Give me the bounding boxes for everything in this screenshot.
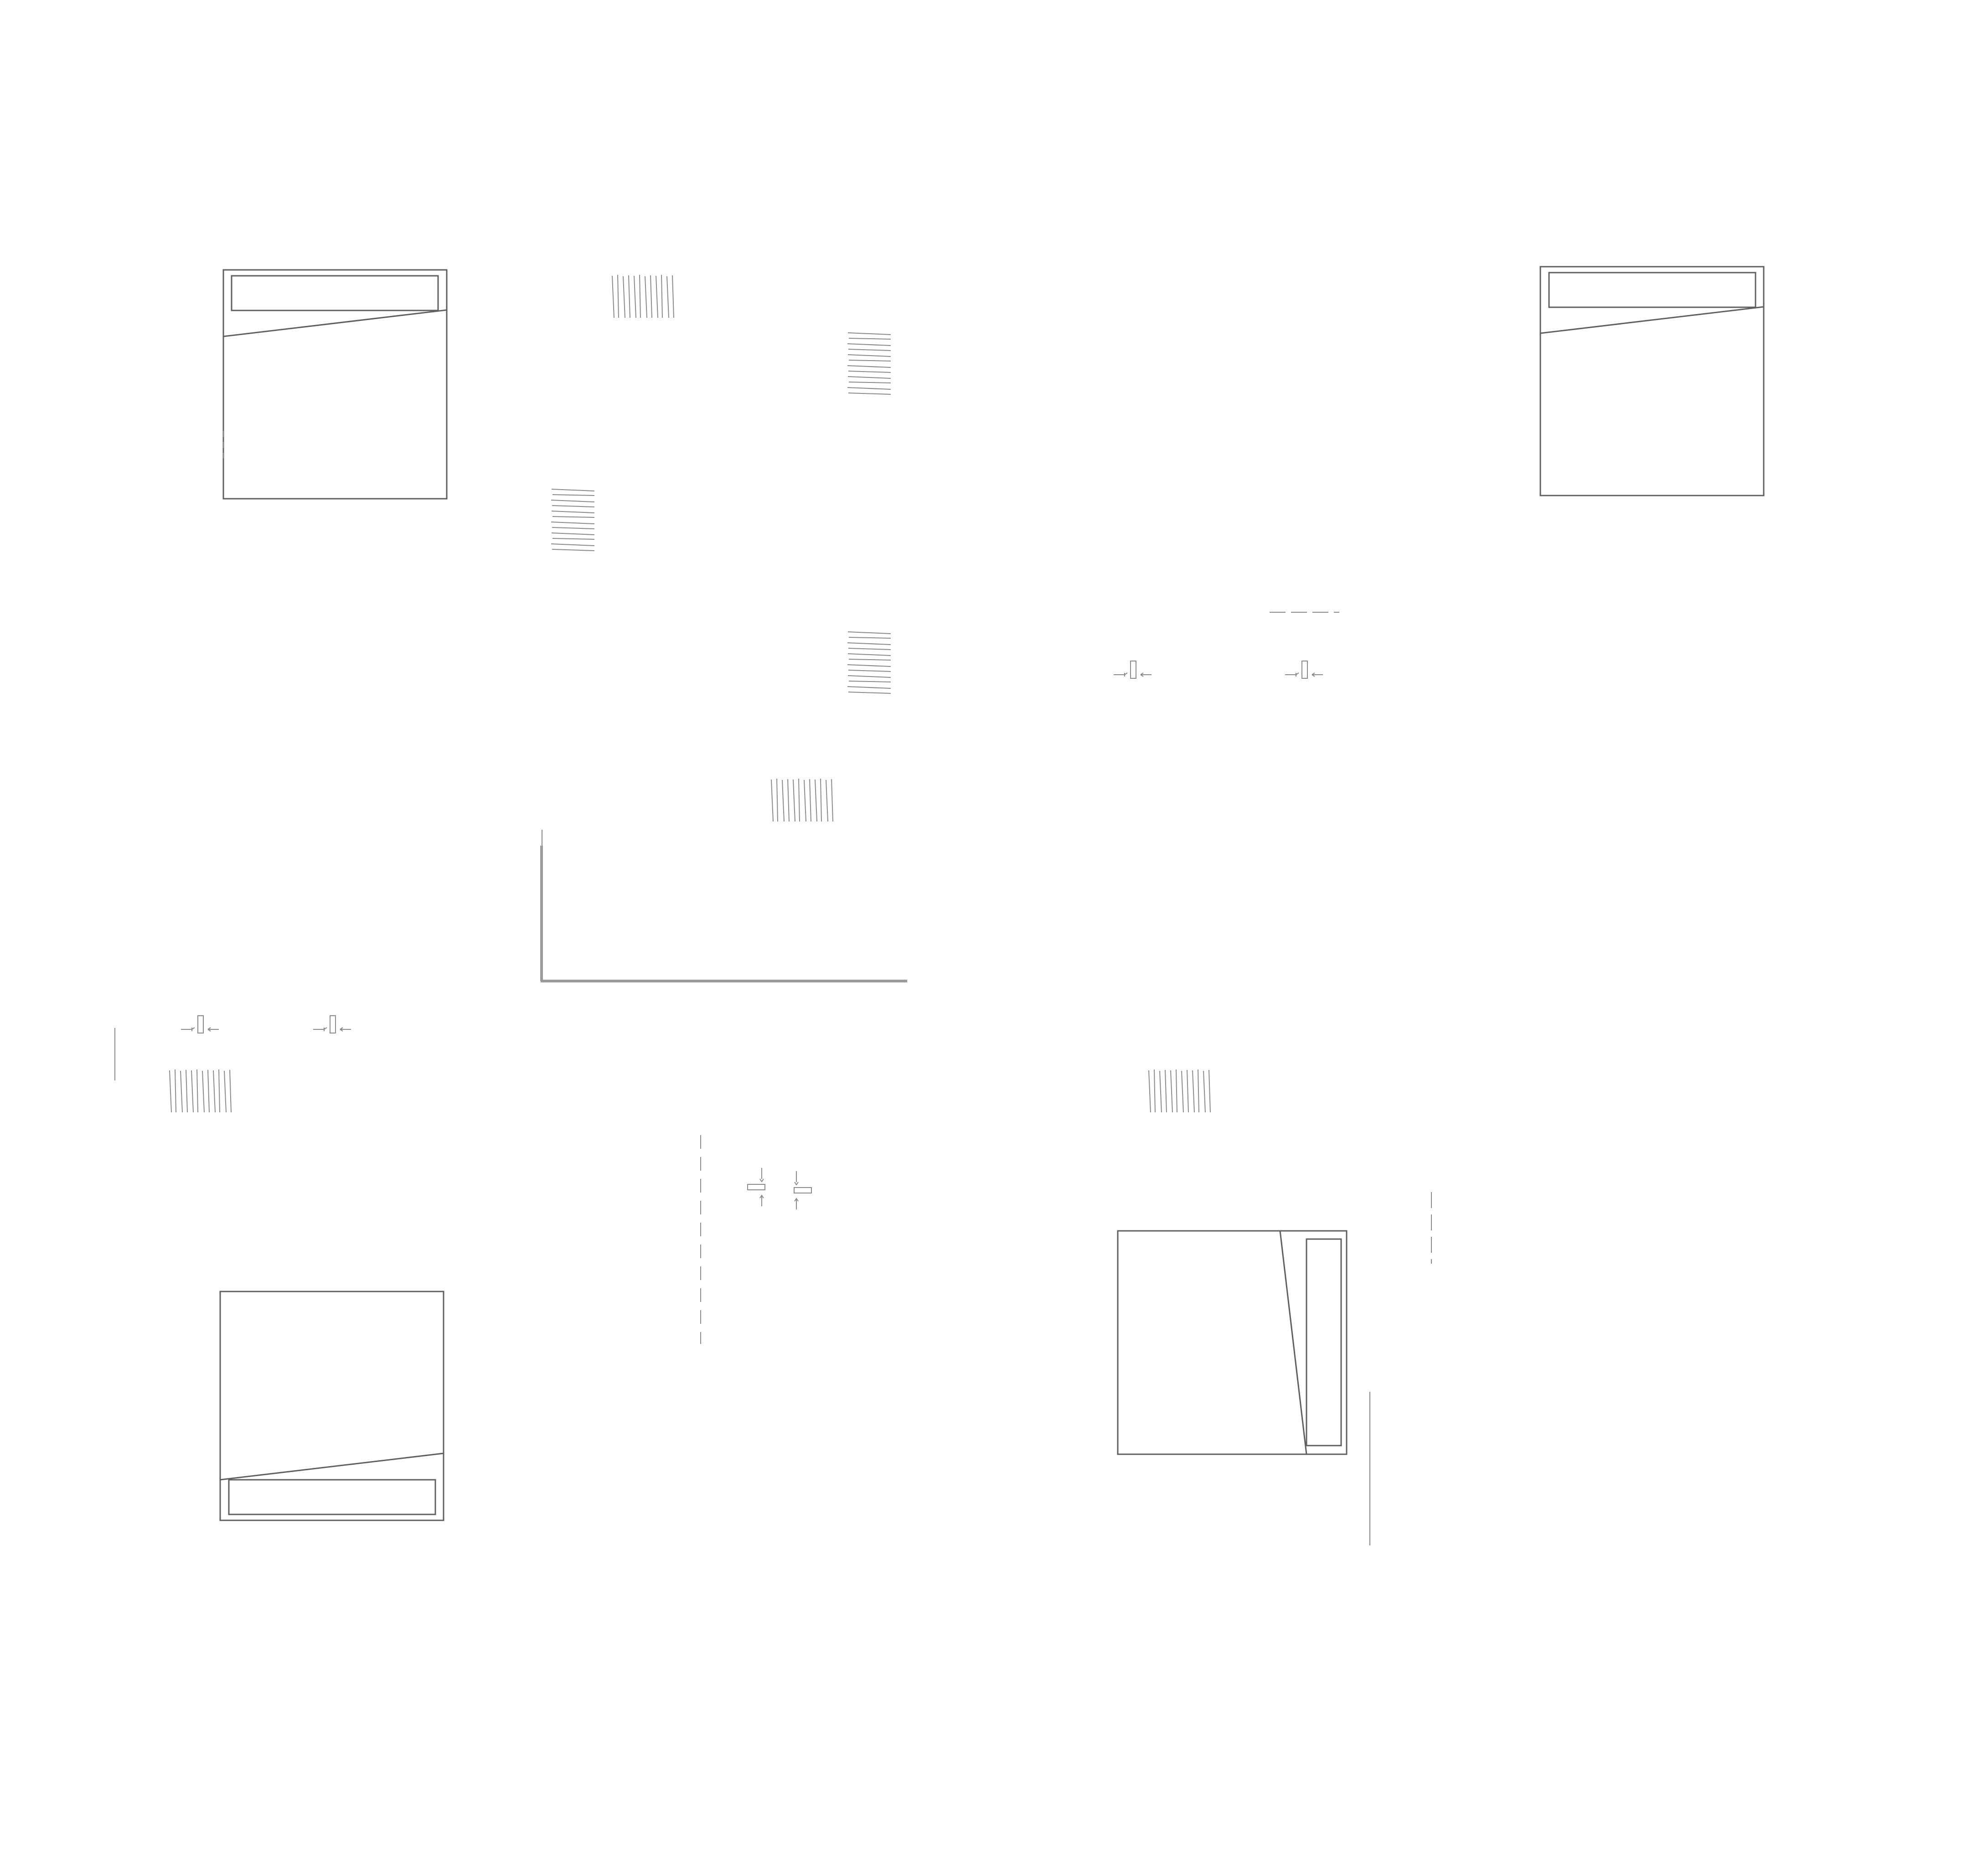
box-with-bottom-bar bbox=[219, 1291, 444, 1521]
connector-symbol-vertical bbox=[794, 1171, 812, 1209]
hatch-vertical-bottom-right bbox=[1148, 1069, 1211, 1113]
connector-symbol bbox=[313, 1015, 351, 1033]
box-with-top-bar bbox=[222, 269, 448, 500]
hatch-vertical-bottom-left bbox=[169, 1069, 232, 1113]
hatch-horizontal-right-upper bbox=[847, 332, 891, 395]
axis-corner bbox=[540, 830, 907, 982]
hatch-vertical-middle bbox=[771, 778, 833, 822]
box-with-top-bar bbox=[1539, 266, 1765, 496]
connector-symbol bbox=[1285, 661, 1323, 679]
hatch-horizontal-right-lower bbox=[847, 631, 891, 694]
connector-symbol bbox=[181, 1015, 219, 1033]
box-with-side-bar bbox=[1117, 1230, 1348, 1455]
hatch-vertical-top bbox=[612, 274, 674, 318]
hatch-horizontal-left bbox=[551, 489, 595, 551]
connector-symbol-vertical bbox=[747, 1168, 765, 1206]
connector-symbol bbox=[1114, 661, 1151, 679]
